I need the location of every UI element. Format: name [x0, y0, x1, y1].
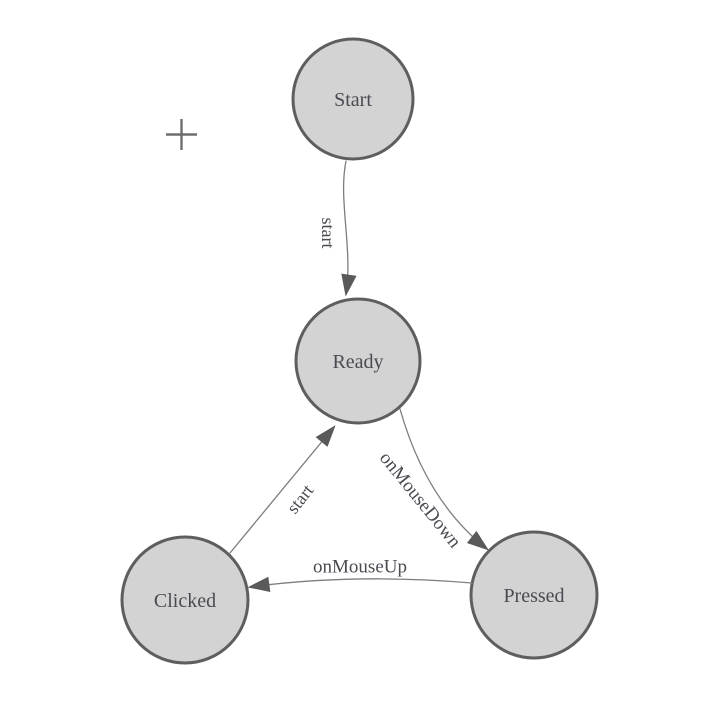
node-pressed-label: Pressed — [503, 585, 564, 607]
edge-pressed-to-clicked[interactable]: onMouseUp — [250, 557, 473, 588]
node-start-label: Start — [334, 89, 372, 111]
edge-clicked-to-ready-line[interactable] — [229, 427, 334, 554]
crosshair-icon — [166, 119, 197, 150]
node-clicked-circle[interactable] — [120, 535, 250, 665]
edge-start-to-ready-line[interactable] — [344, 160, 348, 294]
node-pressed[interactable]: Pressed — [469, 530, 599, 660]
node-start-circle[interactable] — [291, 37, 415, 161]
edge-start-to-ready-label[interactable]: start — [318, 218, 338, 249]
node-ready-circle[interactable] — [294, 297, 422, 425]
edge-ready-to-pressed-line[interactable] — [399, 408, 487, 549]
node-pressed-circle[interactable] — [469, 530, 599, 660]
edge-pressed-to-clicked-line[interactable] — [250, 579, 473, 587]
node-clicked[interactable]: Clicked — [120, 535, 250, 665]
node-clicked-label: Clicked — [154, 590, 216, 612]
edge-start-to-ready[interactable]: start — [318, 160, 348, 294]
edge-clicked-to-ready[interactable]: start — [229, 427, 334, 554]
edge-pressed-to-clicked-label[interactable]: onMouseUp — [313, 557, 407, 578]
edge-ready-to-pressed[interactable]: onMouseDown — [375, 408, 487, 553]
node-start[interactable]: Start — [291, 37, 415, 161]
edge-clicked-to-ready-label[interactable]: start — [283, 481, 318, 518]
node-ready[interactable]: Ready — [294, 297, 422, 425]
node-ready-label: Ready — [332, 351, 383, 373]
